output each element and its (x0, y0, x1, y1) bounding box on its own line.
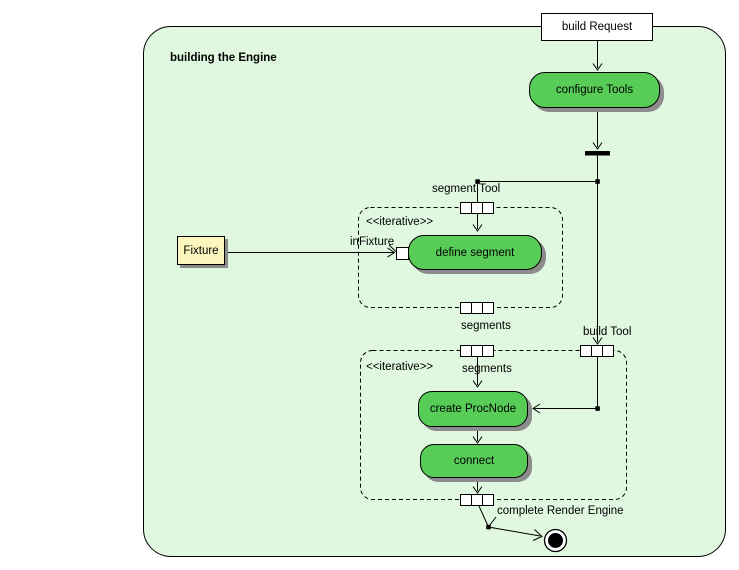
node-build-request: build Request (541, 13, 653, 41)
bend-dots (475, 179, 600, 530)
arrowhead (592, 142, 603, 150)
bend-dot (475, 179, 480, 184)
action-connect: connect (420, 444, 528, 478)
pin-segment-tool (460, 202, 494, 214)
pin-build-tool (580, 345, 614, 357)
node-fixture: Fixture (177, 236, 225, 265)
arrowhead (472, 486, 483, 494)
arrowhead (532, 403, 541, 414)
arrowhead (387, 247, 396, 258)
label-segments-input: segments (462, 363, 512, 375)
expansion-pins (396, 202, 614, 506)
action-define-segment: define segment (408, 235, 542, 270)
arrowhead (472, 380, 483, 388)
action-define-segment-label: define segment (435, 246, 515, 259)
bend-dot (595, 406, 600, 411)
label-iterative-1: <<iterative>> (366, 216, 434, 228)
frame-title: building the Engine (170, 52, 277, 64)
label-pointer-complete (489, 516, 497, 526)
arrowhead (592, 337, 603, 345)
arrowhead (472, 224, 483, 232)
label-pointer-infixture (388, 244, 397, 252)
pin-complete-output (460, 494, 494, 506)
action-create-procnode-label: create ProcNode (429, 403, 517, 415)
label-complete-render-engine: complete Render Engine (497, 505, 624, 517)
action-create-procnode: create ProcNode (418, 391, 528, 427)
bend-dot (595, 179, 600, 184)
final-node (543, 528, 568, 553)
bend-dot (486, 524, 491, 530)
fork-bar (585, 151, 610, 156)
action-connect-label: connect (453, 455, 495, 467)
edge-buildtool-to-procnode (534, 356, 598, 409)
label-infixture: inFixture (350, 236, 395, 248)
label-segment-tool: segment Tool (432, 183, 501, 195)
pin-infixture-input (396, 247, 409, 260)
node-build-request-label: build Request (561, 21, 633, 33)
label-iterative-2: <<iterative>> (366, 361, 434, 373)
arrowhead (592, 63, 603, 71)
action-configure-tools: configure Tools (529, 72, 660, 108)
edges (226, 41, 603, 541)
label-build-tool: build Tool (583, 326, 632, 338)
pin-segments-input (460, 345, 494, 357)
action-configure-tools-label: configure Tools (555, 84, 634, 96)
arrowhead (472, 436, 483, 444)
node-fixture-label: Fixture (183, 244, 219, 257)
pin-segments-output (460, 302, 494, 314)
arrowhead (532, 529, 543, 541)
label-segments-output: segments (461, 320, 511, 332)
